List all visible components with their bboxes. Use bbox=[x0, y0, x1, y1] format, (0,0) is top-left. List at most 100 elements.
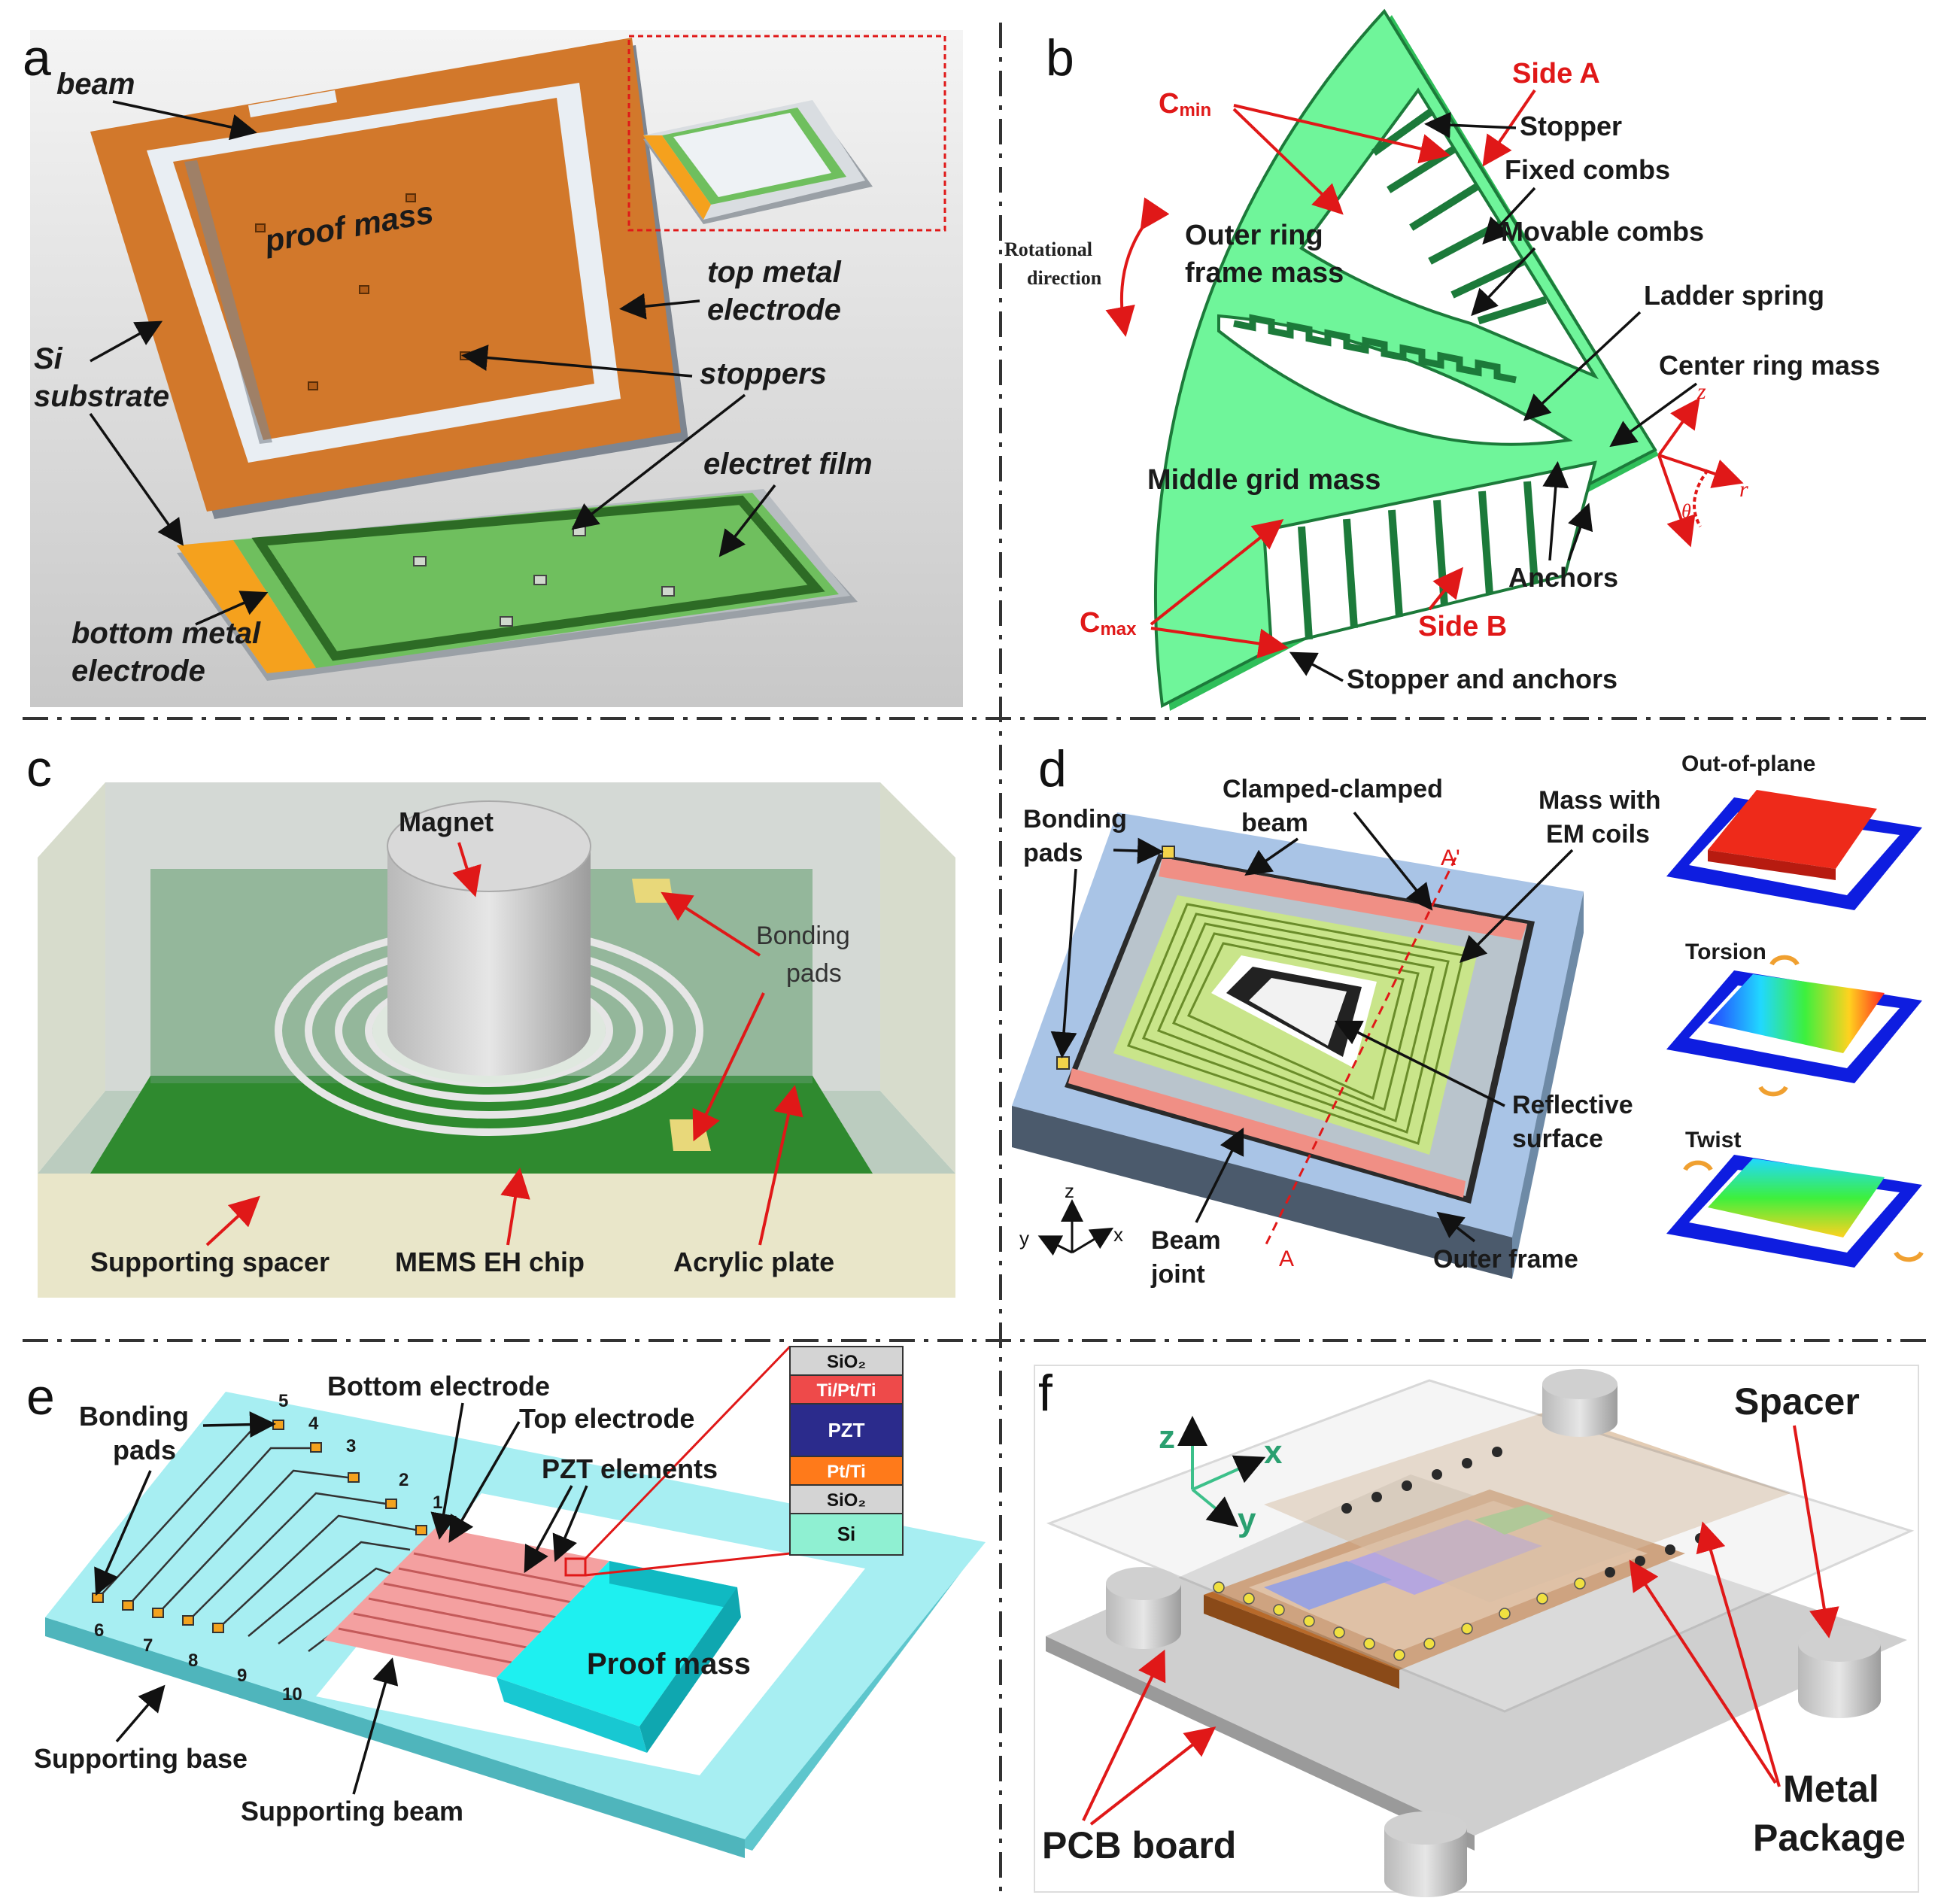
panel-letter-d: d bbox=[1038, 740, 1067, 797]
label-side-a: Side A bbox=[1512, 58, 1600, 90]
pad-number-7: 7 bbox=[143, 1635, 153, 1656]
label-ladder-spring: Ladder spring bbox=[1644, 280, 1824, 311]
label-anchors: Anchors bbox=[1508, 562, 1618, 593]
label-supporting-beam: Supporting beam bbox=[241, 1796, 463, 1827]
pad-number-9: 9 bbox=[237, 1666, 247, 1686]
label-torsion: Torsion bbox=[1685, 940, 1766, 964]
bonding-pad-top bbox=[632, 879, 673, 903]
label-beam-joint-1: Beam bbox=[1151, 1226, 1221, 1255]
inset-frame bbox=[627, 35, 946, 232]
c-min-main: C bbox=[1159, 88, 1179, 120]
bonding-pad-d1 bbox=[1162, 846, 1175, 859]
label-pads-e: pads bbox=[113, 1435, 176, 1465]
lower-comb-window bbox=[1262, 460, 1597, 649]
label-c-min: Cmin bbox=[1159, 88, 1211, 120]
panel-a: a beam proof mass top metal electrode Si… bbox=[23, 29, 963, 707]
pad-number-8: 8 bbox=[188, 1650, 198, 1671]
label-acrylic-plate: Acrylic plate bbox=[673, 1247, 834, 1277]
label-pcb-board: PCB board bbox=[1042, 1824, 1236, 1866]
label-metal: Metal bbox=[1783, 1768, 1879, 1810]
label-fixed-combs: Fixed combs bbox=[1505, 154, 1670, 185]
pad-number-10: 10 bbox=[282, 1684, 302, 1705]
label-electret-film: electret film bbox=[703, 448, 873, 481]
label-em-coils: EM coils bbox=[1546, 820, 1650, 849]
panel-dividers bbox=[23, 23, 1926, 1896]
label-pads-d: pads bbox=[1023, 839, 1083, 867]
panel-b: z r θ b Side A Cmin Stopper Fixed combs … bbox=[1004, 8, 1880, 711]
right-spacer bbox=[880, 782, 955, 1174]
pad-number-1: 1 bbox=[433, 1493, 442, 1513]
axis-z-label-d: z bbox=[1065, 1180, 1074, 1202]
panel-letter-b: b bbox=[1046, 29, 1074, 87]
label-beam-joint-2: joint bbox=[1150, 1260, 1205, 1289]
axis-y-label-d: y bbox=[1019, 1227, 1029, 1250]
section-line bbox=[1262, 857, 1457, 1250]
panel-f: z x y f Spacer PCB board Metal Package bbox=[1034, 1365, 1919, 1897]
clamped-beam-top bbox=[1159, 858, 1527, 940]
layer-0-name: SiO₂ bbox=[827, 1352, 866, 1372]
label-bonding-e: Bonding bbox=[79, 1401, 189, 1432]
label-bonding-d: Bonding bbox=[1023, 805, 1127, 834]
label-twist: Twist bbox=[1685, 1128, 1741, 1152]
label-bottom-electrode: Bottom electrode bbox=[327, 1371, 550, 1401]
label-mems-eh-chip: MEMS EH chip bbox=[395, 1247, 585, 1277]
label-supporting-base: Supporting base bbox=[34, 1743, 248, 1774]
mode-torsion bbox=[1666, 955, 1922, 1097]
label-c-max: Cmax bbox=[1080, 607, 1137, 639]
axis-z-label-f: z bbox=[1159, 1419, 1175, 1456]
axis-theta-label-b: θ bbox=[1681, 500, 1691, 522]
c-max-sub: max bbox=[1100, 619, 1137, 639]
panel-e: 5 4 3 2 1 6 7 8 9 10 SiO₂ Ti/Pt/Ti PZT P… bbox=[26, 1345, 986, 1858]
clamped-beam-bottom bbox=[1068, 1068, 1466, 1198]
axis-x-label-f: x bbox=[1264, 1434, 1283, 1471]
pad-number-4: 4 bbox=[308, 1414, 319, 1434]
label-substrate: substrate bbox=[34, 380, 169, 413]
spacer-cylinders bbox=[1106, 1369, 1881, 1897]
mems-eh-chip-shape bbox=[90, 1076, 873, 1174]
magnet-shape bbox=[387, 846, 591, 1076]
label-a-section: A bbox=[1279, 1247, 1294, 1271]
label-package: Package bbox=[1753, 1817, 1906, 1859]
label-mass-with: Mass with bbox=[1538, 786, 1660, 815]
panel-letter-e: e bbox=[26, 1368, 55, 1426]
axis-x-label-d: x bbox=[1113, 1223, 1123, 1246]
label-movable-combs: Movable combs bbox=[1501, 216, 1704, 247]
label-top-electrode: Top electrode bbox=[519, 1403, 694, 1434]
axis-y-label-f: y bbox=[1238, 1502, 1256, 1538]
label-bottom-electrode: electrode bbox=[71, 654, 205, 688]
label-pzt-elements: PZT elements bbox=[542, 1453, 718, 1484]
label-stopper-and-anchors: Stopper and anchors bbox=[1347, 664, 1617, 694]
pad-number-3: 3 bbox=[346, 1436, 356, 1456]
label-beam-d: beam bbox=[1241, 809, 1308, 837]
panel-letter-f: f bbox=[1038, 1365, 1052, 1422]
ladder-spring-shape bbox=[1233, 314, 1517, 384]
layer-5-fill bbox=[789, 1513, 904, 1556]
label-center-ring-mass: Center ring mass bbox=[1659, 350, 1880, 381]
label-clamped-clamped: Clamped-clamped bbox=[1223, 775, 1443, 803]
layer-5-name: Si bbox=[837, 1523, 856, 1545]
label-spacer: Spacer bbox=[1734, 1380, 1860, 1423]
label-pads-c: pads bbox=[786, 959, 842, 988]
layer-stack: SiO₂ Ti/Pt/Ti PZT Pt/Ti SiO₂ Si bbox=[789, 1346, 904, 1556]
label-direction: direction bbox=[1027, 267, 1102, 289]
bonding-pad-d2 bbox=[1056, 1056, 1070, 1070]
layer-0-fill bbox=[789, 1346, 904, 1376]
proof-mass-shape bbox=[173, 98, 594, 440]
pad-number-5: 5 bbox=[278, 1391, 288, 1411]
metal-package-lid bbox=[1264, 1411, 1791, 1602]
label-bonding-c: Bonding bbox=[756, 922, 850, 950]
layer-4-name: SiO₂ bbox=[827, 1490, 866, 1511]
label-side-b: Side B bbox=[1418, 611, 1507, 642]
label-beam: beam bbox=[56, 68, 135, 101]
layer-1-name: Ti/Pt/Ti bbox=[816, 1380, 876, 1401]
label-rotational: Rotational bbox=[1004, 238, 1092, 260]
layer-2-fill bbox=[789, 1403, 904, 1457]
layer-1-fill bbox=[789, 1374, 904, 1404]
pad-number-6: 6 bbox=[94, 1620, 104, 1641]
label-top-electrode: electrode bbox=[707, 293, 841, 326]
layer-3-name: Pt/Ti bbox=[827, 1462, 866, 1482]
label-surface: surface bbox=[1512, 1125, 1603, 1153]
pad-number-2: 2 bbox=[399, 1470, 409, 1490]
left-spacer bbox=[38, 782, 105, 1174]
